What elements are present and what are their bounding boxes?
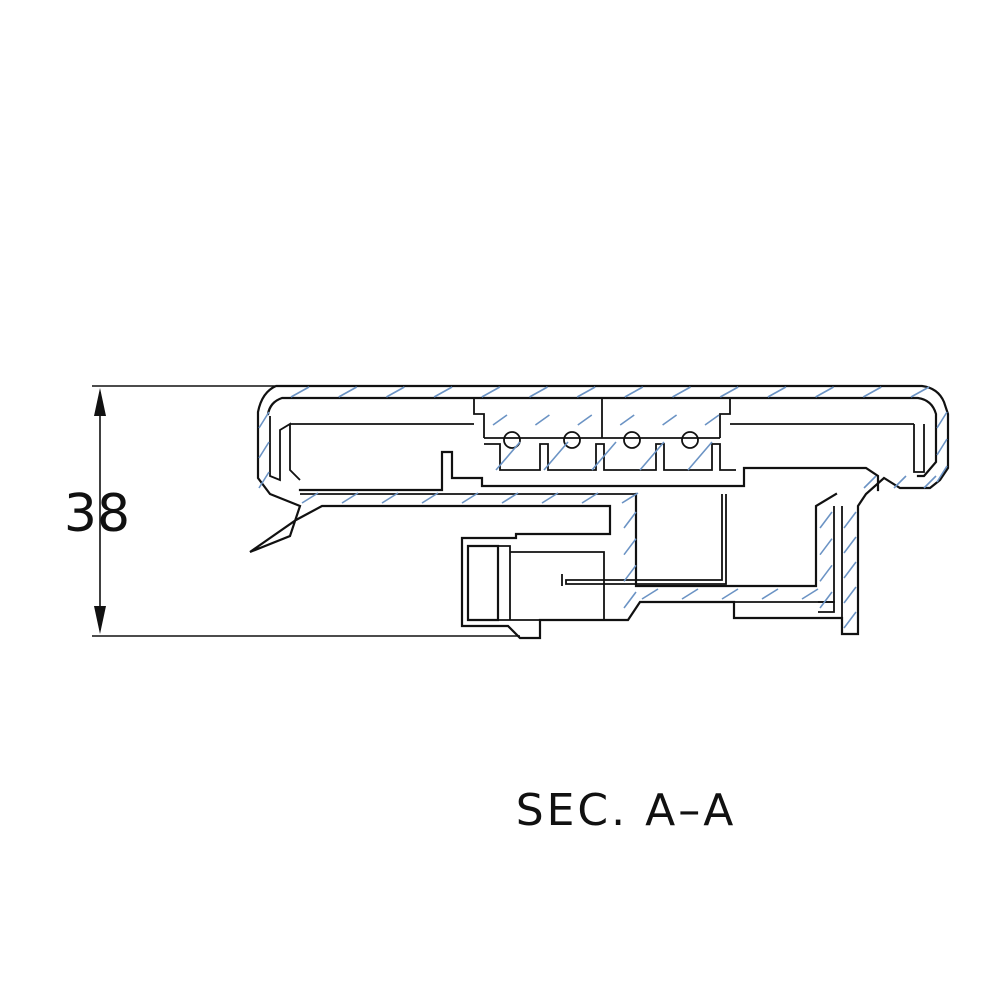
hatch-line bbox=[624, 386, 644, 398]
hatch-line bbox=[258, 411, 270, 429]
housing-outline bbox=[249, 384, 950, 640]
hatch-line bbox=[936, 465, 948, 483]
hatch-line bbox=[581, 492, 599, 504]
left-wall-inner bbox=[269, 416, 301, 482]
clip-circle bbox=[503, 431, 521, 449]
hatch-line bbox=[704, 414, 720, 426]
hatch-line bbox=[641, 588, 659, 600]
hatch-line bbox=[543, 441, 569, 471]
hatch-line bbox=[591, 441, 617, 471]
hatch-line bbox=[672, 386, 691, 398]
hatch-line bbox=[819, 591, 833, 609]
hatch-line bbox=[843, 561, 857, 579]
dimension-arrow-bottom bbox=[94, 606, 106, 634]
hatch-line bbox=[910, 386, 930, 398]
hatch-line bbox=[819, 538, 833, 556]
hatch-line bbox=[258, 471, 270, 489]
inner-rod bbox=[565, 494, 727, 585]
clip-circle bbox=[563, 431, 581, 449]
hatch-line bbox=[863, 475, 877, 489]
right-wall-inner bbox=[913, 424, 925, 473]
hatch-line bbox=[481, 386, 501, 398]
hatch-line bbox=[936, 411, 948, 429]
hatch-line bbox=[577, 414, 593, 426]
hatch-line bbox=[541, 492, 559, 504]
center-block-right bbox=[719, 398, 731, 438]
hatch-line bbox=[761, 588, 779, 600]
hatch-line bbox=[421, 492, 439, 504]
hatch-line bbox=[623, 511, 637, 529]
hatch-line bbox=[501, 492, 519, 504]
hatch-line bbox=[681, 588, 699, 600]
hatch-line bbox=[495, 441, 521, 471]
hatch-line bbox=[843, 511, 857, 529]
connector-inner bbox=[498, 545, 605, 621]
section-label: SEC. A–A bbox=[516, 785, 737, 836]
hatch-line bbox=[801, 588, 819, 600]
hatch-line bbox=[623, 564, 637, 582]
hatch-line bbox=[819, 511, 833, 529]
hatch-line bbox=[619, 414, 635, 426]
right-post-detail bbox=[818, 601, 835, 613]
hatch-line bbox=[386, 386, 405, 398]
connector-body bbox=[466, 544, 500, 622]
hatch-line bbox=[381, 492, 399, 504]
hatch-line bbox=[843, 586, 857, 604]
hatch-line bbox=[492, 414, 508, 426]
hatch-line bbox=[623, 591, 637, 609]
hatch-line bbox=[843, 611, 857, 629]
hatch-line bbox=[639, 441, 665, 471]
section-hatching bbox=[258, 386, 948, 629]
hatch-line bbox=[719, 386, 739, 398]
hatch-line bbox=[721, 588, 739, 600]
hatch-line bbox=[843, 536, 857, 554]
hatch-line bbox=[662, 414, 678, 426]
hatch-line bbox=[338, 386, 358, 398]
hatch-line bbox=[819, 564, 833, 582]
dimension-arrow-top bbox=[94, 388, 106, 416]
clip-circle bbox=[681, 431, 699, 449]
hatch-line bbox=[301, 492, 319, 504]
hatch-line bbox=[893, 475, 907, 489]
hatch-line bbox=[687, 441, 713, 471]
hatch-line bbox=[534, 414, 550, 426]
baseplate bbox=[298, 450, 880, 492]
hatch-line bbox=[341, 492, 359, 504]
cap-inner-profile bbox=[266, 396, 938, 478]
dimension-value: 38 bbox=[64, 484, 130, 544]
hatch-line bbox=[623, 538, 637, 556]
hatch-line bbox=[936, 438, 948, 456]
clip-circle bbox=[623, 431, 641, 449]
hatch-line bbox=[621, 492, 639, 504]
hatch-line bbox=[433, 386, 453, 398]
hatch-line bbox=[529, 386, 548, 398]
lower-right-box bbox=[734, 506, 835, 603]
lower-right-chamber bbox=[634, 492, 838, 588]
hatch-line bbox=[576, 386, 596, 398]
hatch-line bbox=[862, 386, 882, 398]
hatch-line bbox=[923, 475, 937, 489]
hatch-line bbox=[815, 386, 834, 398]
center-block-left bbox=[473, 398, 485, 438]
hatch-line bbox=[290, 386, 310, 398]
hatch-line bbox=[767, 386, 787, 398]
hatch-line bbox=[461, 492, 479, 504]
hatch-line bbox=[258, 441, 270, 459]
height-dimension: 38 bbox=[64, 385, 520, 637]
